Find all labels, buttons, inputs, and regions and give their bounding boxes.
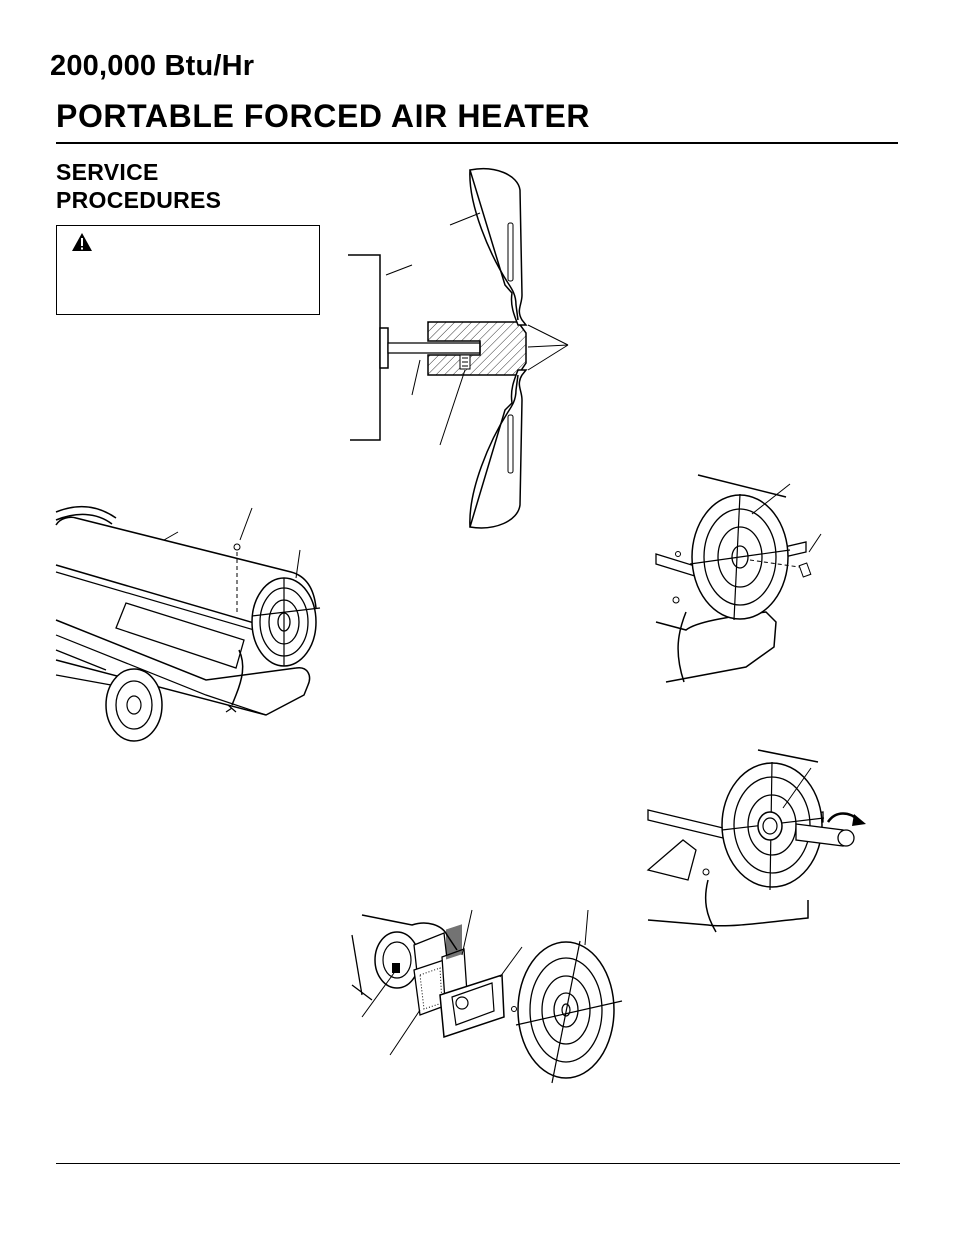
section-heading-line2: PROCEDURES	[56, 187, 222, 213]
header-rule	[56, 142, 898, 144]
fan-guard-illustration	[656, 472, 836, 687]
fan-blade-diagram	[340, 165, 580, 535]
document-title: PORTABLE FORCED AIR HEATER	[56, 98, 591, 134]
fan-guard-illustration	[648, 750, 866, 935]
section-heading-line1: SERVICE	[56, 159, 159, 185]
document-subtitle: 200,000 Btu/Hr	[50, 50, 255, 82]
warning-triangle-icon	[72, 233, 92, 251]
warning-box	[56, 225, 320, 315]
filter-exploded-illustration	[352, 905, 627, 1090]
footer-rule	[56, 1163, 900, 1164]
heater-illustration	[56, 500, 326, 750]
section-heading: SERVICE PROCEDURES	[56, 158, 221, 214]
